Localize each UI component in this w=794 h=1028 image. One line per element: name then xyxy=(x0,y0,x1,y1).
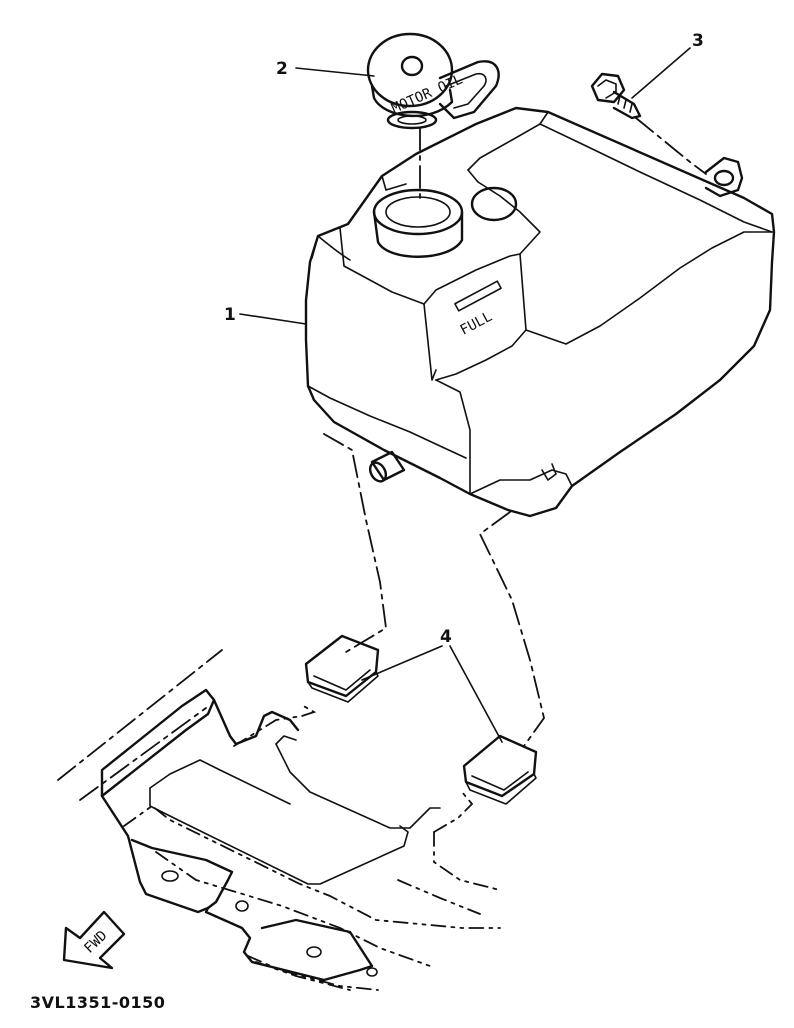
leader-1 xyxy=(239,313,307,325)
callout-3: 3 xyxy=(692,31,704,51)
callout-leaders xyxy=(239,47,691,743)
callout-2: 2 xyxy=(276,59,288,79)
frame-phantom-lines xyxy=(57,649,501,991)
damper-right[interactable] xyxy=(462,734,538,805)
callout-4: 4 xyxy=(440,627,452,647)
callout-1: 1 xyxy=(224,305,236,325)
svg-text:FULL: FULL xyxy=(458,309,495,339)
oil-tank[interactable]: FULL xyxy=(304,106,776,518)
forward-arrow-icon: FWD xyxy=(62,910,126,970)
damper-left[interactable] xyxy=(304,634,380,703)
oil-tank-cap[interactable]: MOTOR OIL xyxy=(366,32,500,130)
full-level-mark: FULL xyxy=(454,280,502,339)
assembly-center-lines xyxy=(323,117,707,747)
diagram-code: 3VL1351-0150 xyxy=(30,993,165,1012)
flange-bolt[interactable] xyxy=(590,72,642,120)
filler-neck xyxy=(372,188,464,258)
leader-2 xyxy=(295,67,375,77)
leader-4b xyxy=(449,645,503,743)
level-window xyxy=(470,186,518,222)
leader-4a xyxy=(361,645,443,681)
mounting-tab xyxy=(704,156,744,198)
frame-bracket xyxy=(100,688,441,982)
breather-pipe xyxy=(368,450,406,483)
svg-text:MOTOR OIL: MOTOR OIL xyxy=(389,71,465,116)
leader-3 xyxy=(631,47,691,99)
